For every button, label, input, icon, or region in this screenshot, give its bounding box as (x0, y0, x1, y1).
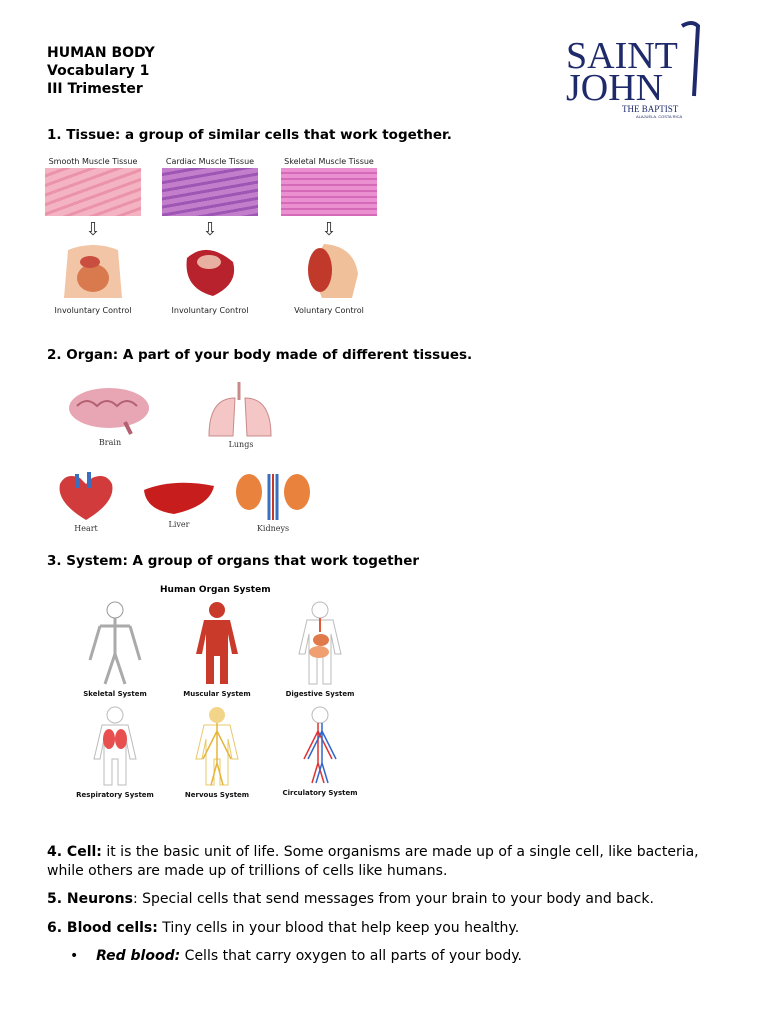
organ-label: Liver (168, 520, 190, 529)
system-label: Digestive System (285, 690, 355, 698)
school-logo: SAINT JOHN THE BAPTIST ALAJUELA, COSTA R… (566, 21, 701, 118)
system-respiratory: Respiratory System (70, 705, 160, 799)
tissue-image (162, 168, 258, 216)
organ-liver: Liver (140, 478, 218, 529)
system-label: Respiratory System (76, 791, 154, 799)
system-muscular: Muscular System (172, 600, 262, 698)
system-label: Nervous System (184, 791, 250, 799)
system-label: Skeletal System (83, 690, 147, 698)
header-title: HUMAN BODY (47, 45, 155, 61)
vocab-definition: Tiny cells in your blood that help keep … (157, 920, 520, 936)
down-arrow-icon: ⇩ (202, 219, 218, 240)
organ-label: Kidneys (256, 524, 290, 533)
vocab-term: Red blood: (96, 948, 181, 964)
digestive-figure-icon (298, 601, 342, 685)
vocab-red-blood: • Red blood: Cells that carry oxygen to … (70, 948, 522, 964)
organ-label: Lungs (228, 440, 254, 449)
lungs-icon (208, 382, 272, 437)
skeleton-figure-icon (88, 601, 142, 685)
header-subtitle: Vocabulary 1 (47, 63, 150, 79)
control-label: Voluntary Control (294, 306, 364, 315)
system-digestive: Digestive System (275, 600, 365, 698)
heart-icon (59, 472, 113, 520)
tissue-smooth: Smooth Muscle Tissue ⇩ Involuntary Contr… (45, 157, 141, 315)
vocab-definition: it is the basic unit of life. Some organ… (47, 844, 699, 879)
organ-label: Heart (74, 524, 98, 533)
organ-lungs: Lungs (205, 380, 277, 449)
section-system-title: 3. System: A group of organs that work t… (47, 553, 420, 569)
organ-kidneys: Kidneys (233, 470, 313, 533)
brain-icon (69, 388, 149, 435)
bullet-icon: • (70, 948, 97, 964)
tissue-image (45, 168, 141, 216)
heart-organ-illustration (186, 249, 235, 296)
vocab-term: 4. Cell: (47, 844, 102, 860)
tissue-cardiac: Cardiac Muscle Tissue ⇩ Involuntary Cont… (162, 157, 258, 315)
svg-text:JOHN: JOHN (566, 67, 663, 109)
system-label: Muscular System (183, 690, 251, 698)
svg-text:THE BAPTIST: THE BAPTIST (622, 104, 679, 114)
tissue-image (281, 168, 377, 216)
system-nervous: Nervous System (172, 705, 262, 799)
kidneys-icon (236, 474, 310, 520)
control-label: Involuntary Control (54, 306, 132, 315)
down-arrow-icon: ⇩ (85, 219, 101, 240)
vocab-definition: Cells that carry oxygen to all parts of … (180, 948, 522, 964)
tissue-label: Cardiac Muscle Tissue (165, 157, 255, 166)
vocab-cell: 4. Cell: it is the basic unit of life. S… (47, 843, 707, 881)
section-tissue-title: 1. Tissue: a group of similar cells that… (47, 127, 452, 143)
organ-label: Brain (98, 438, 122, 447)
nervous-figure-icon (195, 707, 239, 786)
vocab-blood-cells: 6. Blood cells: Tiny cells in your blood… (47, 919, 707, 938)
section-organ-title: 2. Organ: A part of your body made of di… (47, 347, 473, 363)
liver-icon (144, 482, 214, 514)
circulatory-figure-icon (303, 706, 337, 784)
system-chart-title: Human Organ System (160, 585, 271, 595)
vocab-term: 6. Blood cells: (47, 920, 158, 936)
tissue-skeletal: Skeletal Muscle Tissue ⇩ Voluntary Contr… (281, 157, 377, 315)
respiratory-figure-icon (93, 706, 137, 786)
organ-heart: Heart (55, 470, 117, 533)
torso-organ-illustration (64, 245, 122, 298)
tissue-label: Skeletal Muscle Tissue (284, 157, 374, 166)
system-label: Circulatory System (282, 789, 358, 797)
arm-muscle-illustration (308, 244, 358, 298)
vocab-definition: : Special cells that send messages from … (132, 891, 654, 907)
document-header: HUMAN BODY Vocabulary 1 III Trimester (47, 44, 155, 98)
down-arrow-icon: ⇩ (321, 219, 337, 240)
svg-text:ALAJUELA, COSTA RICA: ALAJUELA, COSTA RICA (636, 114, 682, 118)
muscular-figure-icon (196, 602, 238, 684)
system-circulatory: Circulatory System (275, 705, 365, 797)
organ-brain: Brain (65, 386, 155, 447)
vocab-term: 5. Neurons (47, 891, 133, 907)
system-skeletal: Skeletal System (70, 600, 160, 698)
control-label: Involuntary Control (171, 306, 249, 315)
header-term: III Trimester (47, 81, 143, 97)
vocab-neurons: 5. Neurons: Special cells that send mess… (47, 890, 707, 909)
tissue-label: Smooth Muscle Tissue (48, 157, 138, 166)
svg-text:SAINT: SAINT (566, 35, 678, 77)
